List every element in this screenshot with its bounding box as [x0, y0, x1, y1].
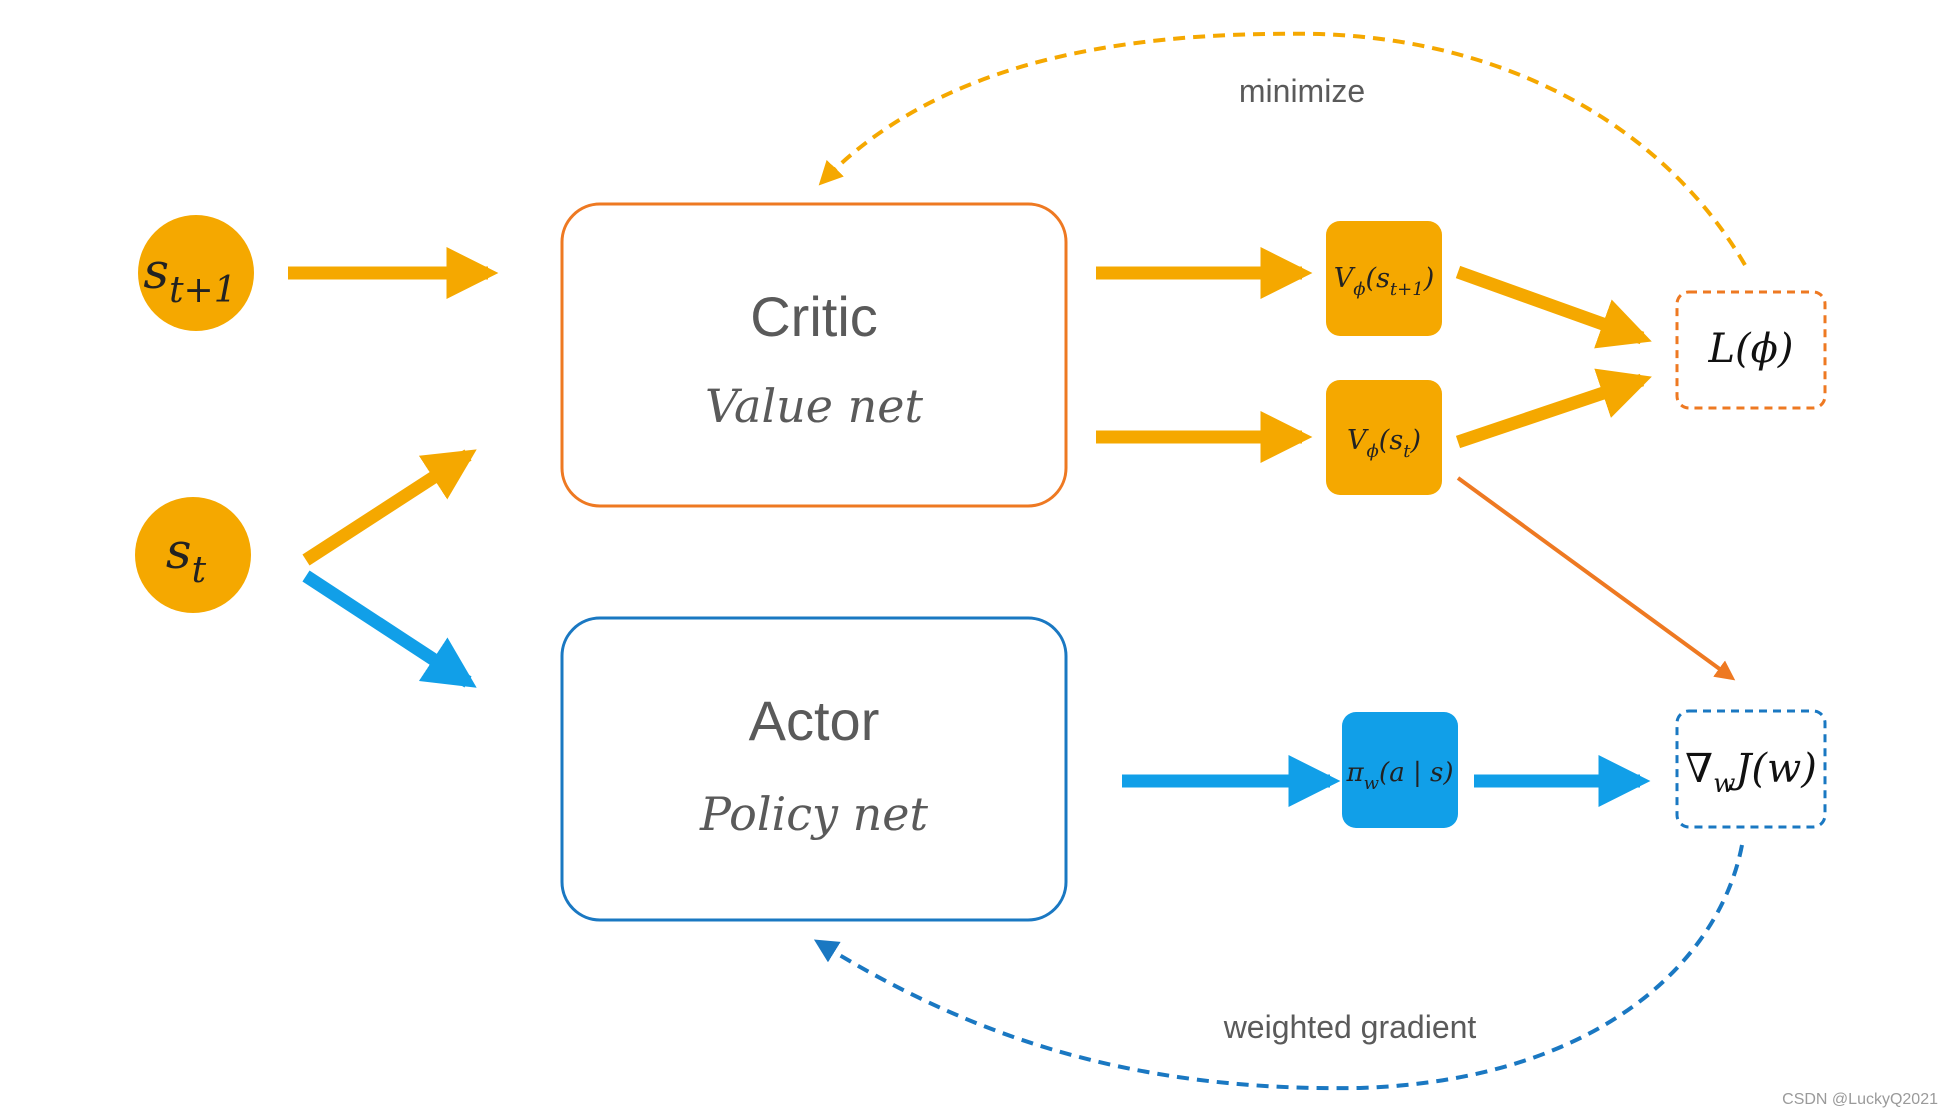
critic-box: Critic Value net [560, 202, 1068, 508]
actor-box: Actor Policy net [560, 616, 1068, 922]
v-next-box: Vϕ(st+1) [1326, 221, 1442, 336]
svg-text:Vϕ(st): Vϕ(st) [1347, 425, 1421, 462]
critic-title: Critic [750, 285, 878, 348]
svg-text:st: st [166, 522, 207, 591]
loss-box: L(ϕ) [1675, 290, 1827, 410]
svg-text:∇wJ(w): ∇wJ(w) [1685, 746, 1817, 799]
v-curr-sub: ϕ [1367, 441, 1379, 462]
grad-box: ∇wJ(w) [1675, 709, 1827, 829]
policy-args: (a | s) [1379, 758, 1453, 788]
grad-nabla: ∇ [1685, 746, 1713, 792]
v-curr-arg-sub: t [1403, 441, 1411, 462]
v-next-close: ) [1423, 263, 1435, 294]
v-next-arg-sub: t+1 [1390, 279, 1424, 300]
v-next-sub: ϕ [1353, 279, 1365, 300]
arrow-v-curr-to-loss [1455, 368, 1652, 449]
actor-title: Actor [749, 689, 880, 752]
state-s-next-base: s [143, 242, 169, 300]
svg-text:πw(a | s): πw(a | s) [1346, 758, 1454, 794]
v-curr-open: ( [1379, 425, 1391, 456]
state-s-curr-node: st [135, 497, 251, 613]
policy-head: π [1346, 758, 1365, 788]
state-s-curr-sub: t [192, 550, 207, 591]
policy-box: πw(a | s) [1342, 712, 1458, 828]
grad-sub: w [1713, 769, 1735, 799]
weighted-gradient-label: weighted gradient [1223, 1009, 1477, 1045]
loss-text: L(ϕ) [1707, 326, 1793, 372]
v-next-arg: s [1376, 263, 1390, 294]
minimize-arc [818, 31, 1747, 267]
policy-sub: w [1364, 773, 1380, 794]
watermark: CSDN @LuckyQ2021 [1782, 1091, 1938, 1108]
minimize-label: minimize [1239, 73, 1365, 109]
critic-subtitle: Value net [705, 379, 923, 433]
v-curr-arg: s [1389, 425, 1403, 456]
arrow-v-curr-to-grad [1456, 476, 1736, 681]
arrow-s-curr-to-critic [302, 449, 477, 566]
arrow-v-next-to-loss [1455, 265, 1652, 349]
state-s-curr-base: s [166, 522, 192, 580]
v-curr-box: Vϕ(st) [1326, 380, 1442, 495]
v-curr-close: ) [1409, 425, 1421, 456]
svg-text:st+1: st+1 [143, 242, 236, 311]
arrow-s-curr-to-actor [302, 570, 477, 688]
v-curr-head: V [1347, 425, 1369, 456]
actor-subtitle: Policy net [699, 787, 928, 841]
weighted-gradient-arc [813, 844, 1744, 1091]
v-next-open: ( [1366, 263, 1378, 294]
grad-text: J(w) [1728, 746, 1816, 792]
svg-text:Vϕ(st+1): Vϕ(st+1) [1334, 263, 1435, 300]
state-s-next-sub: t+1 [169, 270, 237, 311]
v-next-head: V [1334, 263, 1356, 294]
state-s-next-node: st+1 [138, 215, 254, 331]
